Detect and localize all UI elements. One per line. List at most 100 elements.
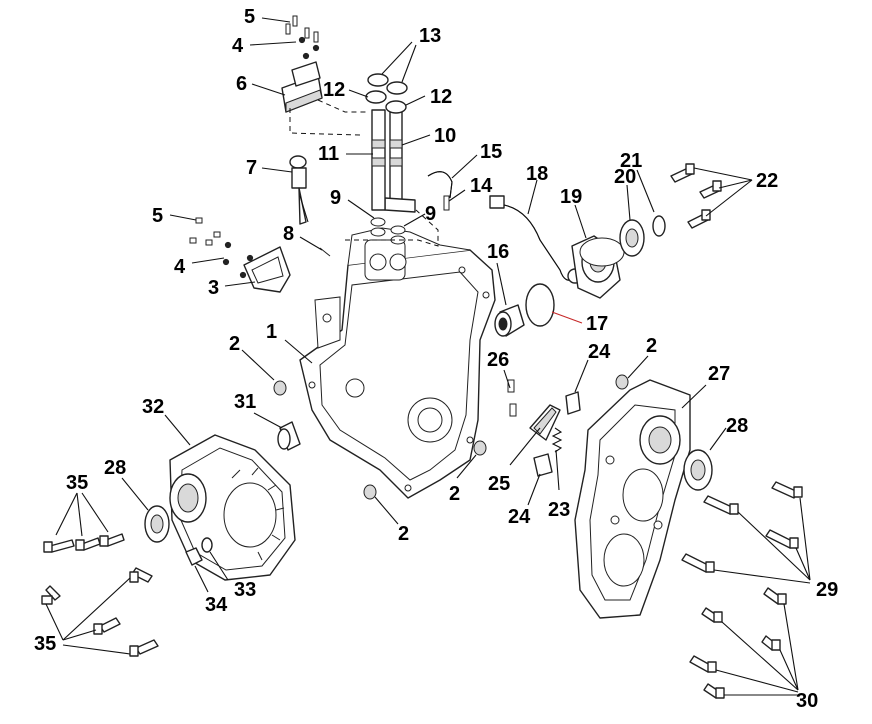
drain-washer [201, 537, 213, 553]
bolt [699, 180, 722, 199]
callout-34: 34 [205, 594, 228, 616]
callout-2: 2 [449, 483, 460, 505]
callout-14: 14 [470, 175, 493, 197]
callout-17: 17 [586, 313, 608, 335]
callout-10: 10 [434, 125, 456, 147]
washer-group [222, 36, 320, 279]
oil-seal [683, 449, 713, 491]
callout-18: 18 [526, 163, 548, 185]
callout-9: 9 [330, 187, 341, 209]
bolt [43, 539, 75, 553]
ball-bearing [619, 219, 645, 257]
callout-3: 3 [208, 277, 219, 299]
callout-27: 27 [708, 363, 730, 385]
callout-6: 6 [236, 73, 247, 95]
bolt [681, 553, 715, 573]
callout-13: 13 [419, 25, 441, 47]
callout-9: 9 [425, 203, 436, 225]
dowel-pin [273, 380, 287, 396]
callout-33: 33 [234, 579, 256, 601]
bolt [129, 639, 159, 657]
bolt [763, 587, 787, 605]
bolt [93, 617, 121, 635]
actuator-block [281, 61, 323, 113]
callout-29: 29 [816, 579, 838, 601]
circlip [652, 215, 666, 237]
callout-16: 16 [487, 241, 509, 263]
cover-bolt-group-right [681, 481, 803, 699]
bolt [703, 495, 739, 515]
bolt [761, 635, 781, 651]
leader-lines [45, 17, 811, 696]
callout-labels: 1 2 2 2 2 3 4 4 5 5 6 7 8 9 9 10 11 12 1… [34, 6, 838, 712]
bolt [701, 607, 723, 623]
callout-5: 5 [152, 205, 163, 227]
callout-5: 5 [244, 6, 255, 28]
flange-bolt-group [670, 163, 722, 229]
callout-12: 12 [323, 79, 345, 101]
bolt [41, 585, 61, 605]
cover-bolt-group-left [41, 533, 159, 657]
callout-35: 35 [34, 633, 56, 655]
sleeve [277, 421, 301, 451]
bolt [687, 209, 711, 229]
callout-12: 12 [430, 86, 452, 108]
bolt [75, 537, 101, 551]
callout-32: 32 [142, 396, 164, 418]
shift-shaft-right [384, 111, 416, 213]
callout-8: 8 [283, 223, 294, 245]
callout-2: 2 [229, 333, 240, 355]
main-housing [299, 227, 496, 499]
output-flange [571, 235, 625, 299]
callout-1: 1 [266, 321, 277, 343]
callout-20: 20 [614, 166, 636, 188]
dowel-pin [473, 440, 487, 456]
callout-24: 24 [588, 341, 611, 363]
detent-plunger [533, 453, 553, 477]
small-screw [507, 379, 517, 417]
vent-hose [427, 171, 453, 199]
callout-28: 28 [726, 415, 748, 437]
callout-31: 31 [234, 391, 256, 413]
callout-21: 21 [620, 150, 642, 172]
callout-2: 2 [646, 335, 657, 357]
callout-11: 11 [318, 143, 339, 165]
bolt [689, 655, 717, 673]
callout-7: 7 [246, 157, 257, 179]
spring-pin [443, 195, 450, 211]
dowel-pin [363, 484, 377, 500]
bolt [771, 481, 803, 499]
drain-plug [185, 547, 203, 566]
dowel-pin-group [273, 374, 629, 500]
callout-15: 15 [480, 141, 502, 163]
callout-23: 23 [548, 499, 570, 521]
detent-plunger [565, 391, 581, 415]
bolt [670, 163, 695, 183]
plate-cover [243, 246, 291, 293]
bolt [765, 529, 799, 549]
callout-19: 19 [560, 186, 582, 208]
shift-shaft-left [371, 109, 386, 211]
callout-25: 25 [488, 473, 510, 495]
callout-4: 4 [174, 256, 186, 278]
bolt [129, 567, 153, 583]
callout-35: 35 [66, 472, 88, 494]
alignment-lines [289, 99, 439, 247]
bolt [99, 533, 125, 547]
large-o-ring [525, 283, 555, 327]
bearing-sleeve [494, 304, 525, 337]
callout-2: 2 [398, 523, 409, 545]
callout-30: 30 [796, 690, 818, 712]
bolt [703, 683, 725, 699]
left-output-housing [169, 434, 296, 581]
oil-seal [144, 505, 170, 543]
callout-22: 22 [756, 170, 778, 192]
callout-4: 4 [232, 35, 244, 57]
dowel-pin [615, 374, 629, 390]
right-side-cover [574, 379, 691, 619]
speed-sensor-cable [489, 195, 583, 284]
seal-ring-group [365, 73, 408, 114]
detent-spring [551, 427, 563, 453]
sensor [289, 155, 309, 225]
